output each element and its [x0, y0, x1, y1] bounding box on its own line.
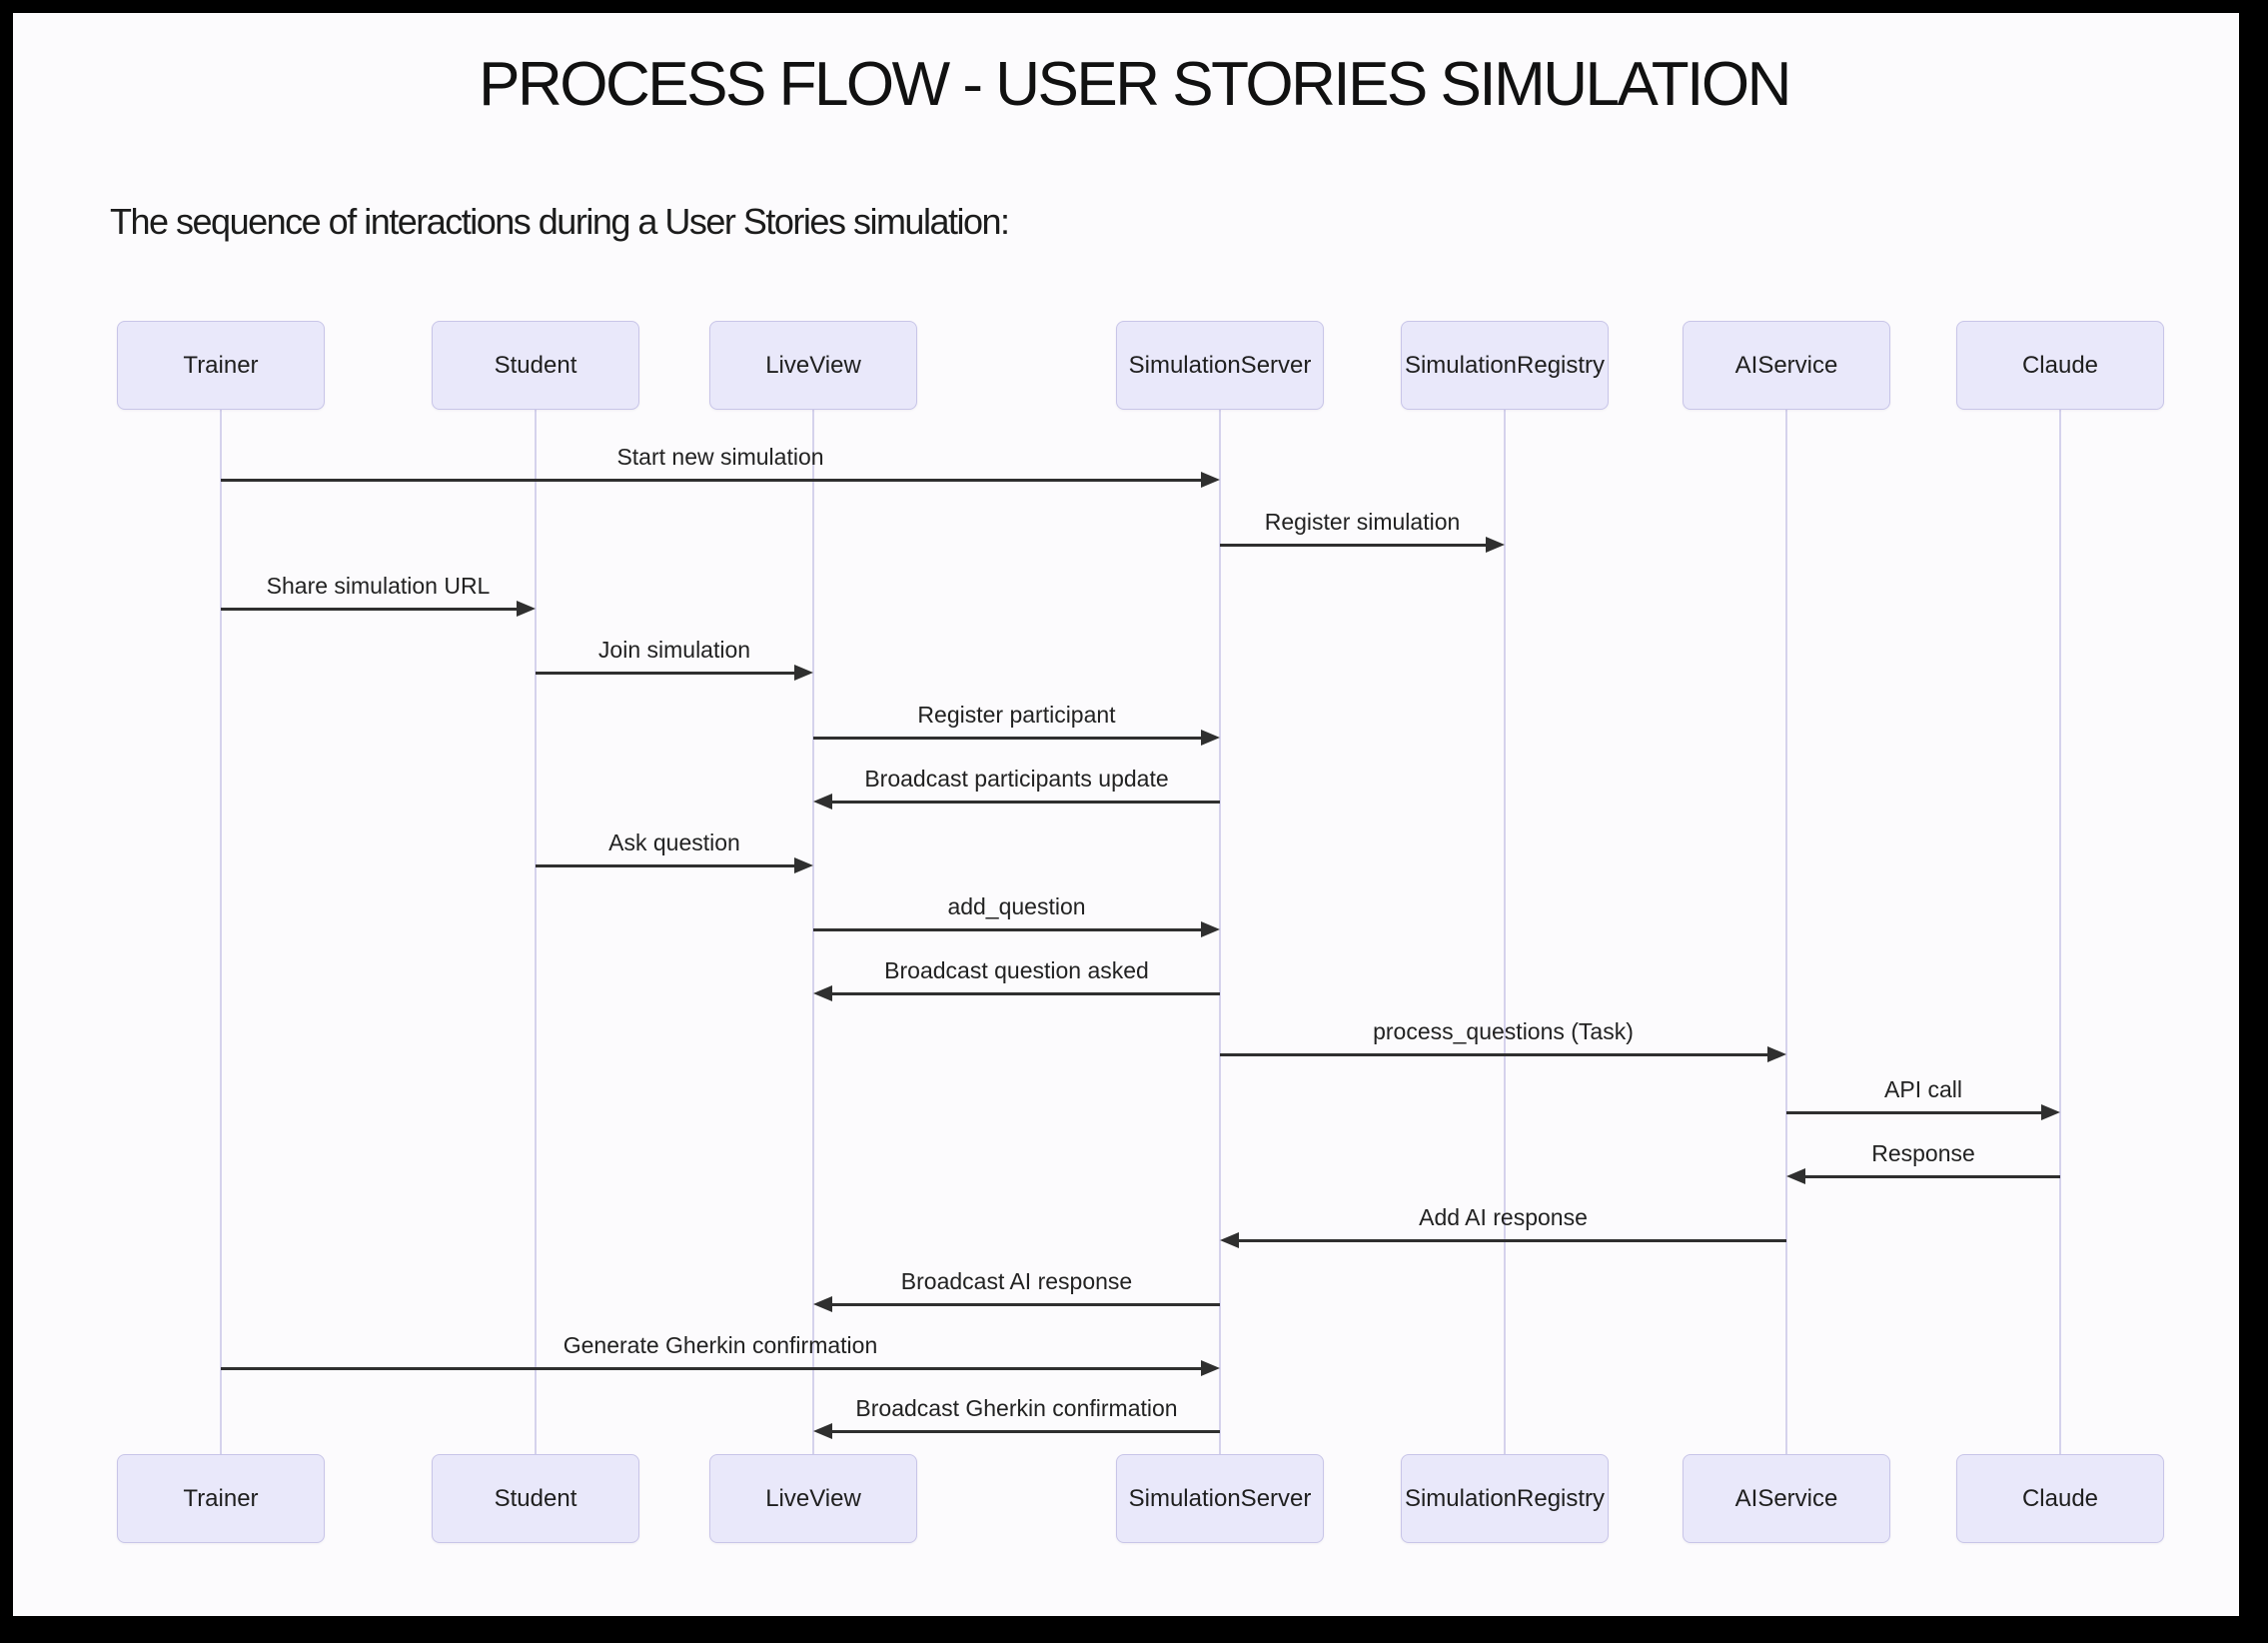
message-label: Broadcast Gherkin confirmation — [855, 1395, 1178, 1421]
message-label: Ask question — [608, 829, 740, 855]
arrow-head-icon — [1486, 537, 1505, 553]
actor-label: Student — [494, 1484, 577, 1512]
actor-label: Student — [494, 351, 577, 379]
arrow-head-icon — [1201, 730, 1220, 746]
arrow-head-icon — [1201, 472, 1220, 488]
message-arrow-line — [1786, 1111, 2043, 1114]
page-title: PROCESS FLOW - USER STORIES SIMULATION — [479, 50, 1791, 119]
lifeline-simulationserver — [1219, 410, 1221, 1454]
message-label: API call — [1884, 1076, 1962, 1102]
actor-label: LiveView — [765, 351, 861, 379]
arrow-head-icon — [1220, 1232, 1239, 1248]
lifeline-trainer — [220, 410, 222, 1454]
message-arrow-line — [221, 479, 1203, 482]
message-arrow-line — [536, 672, 796, 675]
arrow-head-icon — [517, 601, 536, 617]
actor-box-bottom-liveview: LiveView — [709, 1454, 917, 1543]
actor-box-top-simulationregistry: SimulationRegistry — [1401, 321, 1609, 410]
actor-label: SimulationRegistry — [1404, 1484, 1606, 1512]
lifeline-simulationregistry — [1504, 410, 1506, 1454]
message-arrow-line — [813, 928, 1203, 931]
actor-box-top-aiservice: AIService — [1683, 321, 1890, 410]
actor-box-top-claude: Claude — [1956, 321, 2164, 410]
actor-label: SimulationRegistry — [1404, 351, 1606, 379]
message-arrow-line — [813, 737, 1203, 740]
message-arrow-line — [1803, 1175, 2060, 1178]
actor-label: AIService — [1734, 1484, 1838, 1512]
actor-box-top-trainer: Trainer — [117, 321, 325, 410]
arrow-head-icon — [1767, 1046, 1786, 1062]
actor-box-bottom-simulationregistry: SimulationRegistry — [1401, 1454, 1609, 1543]
diagram-canvas: PROCESS FLOW - USER STORIES SIMULATION T… — [13, 13, 2239, 1616]
message-label: process_questions (Task) — [1373, 1018, 1634, 1044]
arrow-head-icon — [1201, 921, 1220, 937]
message-label: Broadcast question asked — [884, 957, 1149, 983]
message-arrow-line — [830, 1430, 1220, 1433]
actor-label: Trainer — [183, 351, 259, 379]
message-label: Response — [1871, 1140, 1975, 1166]
message-label: Share simulation URL — [266, 573, 491, 599]
arrow-head-icon — [1786, 1168, 1805, 1184]
actor-label: Claude — [2021, 351, 2099, 379]
message-arrow-line — [830, 801, 1220, 804]
message-arrow-line — [221, 608, 519, 611]
actor-label: AIService — [1734, 351, 1838, 379]
arrow-head-icon — [1201, 1360, 1220, 1376]
lifeline-liveview — [812, 410, 814, 1454]
message-arrow-line — [221, 1367, 1203, 1370]
actor-label: LiveView — [765, 1484, 861, 1512]
message-label: Join simulation — [597, 637, 751, 663]
actor-box-bottom-simulationserver: SimulationServer — [1116, 1454, 1324, 1543]
message-arrow-line — [830, 1303, 1220, 1306]
message-arrow-line — [536, 864, 796, 867]
message-label: Broadcast AI response — [900, 1268, 1133, 1294]
message-label: Add AI response — [1419, 1204, 1588, 1230]
arrow-head-icon — [813, 1296, 832, 1312]
arrow-head-icon — [794, 665, 813, 681]
lifeline-claude — [2059, 410, 2061, 1454]
message-label: Register simulation — [1264, 509, 1461, 535]
lifeline-student — [535, 410, 537, 1454]
message-arrow-line — [1237, 1239, 1786, 1242]
actor-label: SimulationServer — [1128, 1484, 1312, 1512]
actor-label: Claude — [2021, 1484, 2099, 1512]
message-label: Register participant — [917, 702, 1116, 728]
message-arrow-line — [1220, 1053, 1769, 1056]
lifeline-aiservice — [1785, 410, 1787, 1454]
actor-box-top-simulationserver: SimulationServer — [1116, 321, 1324, 410]
arrow-head-icon — [2041, 1104, 2060, 1120]
message-arrow-line — [830, 992, 1220, 995]
message-label: Broadcast participants update — [864, 766, 1169, 792]
actor-box-bottom-claude: Claude — [1956, 1454, 2164, 1543]
actor-box-bottom-student: Student — [432, 1454, 639, 1543]
actor-box-bottom-aiservice: AIService — [1683, 1454, 1890, 1543]
actor-box-top-liveview: LiveView — [709, 321, 917, 410]
message-label: Generate Gherkin confirmation — [563, 1332, 878, 1358]
arrow-head-icon — [813, 985, 832, 1001]
arrow-head-icon — [813, 794, 832, 810]
message-label: add_question — [947, 893, 1086, 919]
page-subtitle: The sequence of interactions during a Us… — [110, 201, 1010, 242]
actor-label: Trainer — [183, 1484, 259, 1512]
arrow-head-icon — [813, 1423, 832, 1439]
arrow-head-icon — [794, 857, 813, 873]
actor-label: SimulationServer — [1128, 351, 1312, 379]
message-arrow-line — [1220, 544, 1488, 547]
actor-box-bottom-trainer: Trainer — [117, 1454, 325, 1543]
actor-box-top-student: Student — [432, 321, 639, 410]
message-label: Start new simulation — [616, 444, 824, 470]
